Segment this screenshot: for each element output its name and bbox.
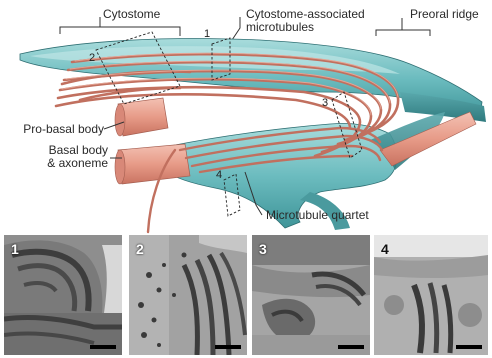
label-cytostome-microtubules: Cytostome-associated microtubules xyxy=(246,8,365,34)
tomogram-texture-3 xyxy=(252,235,370,355)
tomogram-texture-2 xyxy=(129,235,247,355)
panel-number-3: 3 xyxy=(259,241,267,257)
label-basal-body-axoneme: Basal body & axoneme xyxy=(6,144,108,170)
plane-number-3: 3 xyxy=(322,97,328,109)
label-microtubule-quartet: Microtubule quartet xyxy=(266,209,369,222)
scale-bar-4 xyxy=(456,345,482,349)
tomogram-panel-1: 1 xyxy=(4,235,122,355)
plane-number-1: 1 xyxy=(204,28,210,40)
tomogram-texture-4 xyxy=(374,235,488,355)
plane-number-2: 2 xyxy=(89,52,95,64)
scale-bar-3 xyxy=(338,345,364,349)
panel-number-1: 1 xyxy=(11,241,19,257)
plane-number-4: 4 xyxy=(216,169,222,181)
tomogram-panel-3: 3 xyxy=(252,235,370,355)
pro-basal-body-shape xyxy=(115,98,168,136)
panel-number-4: 4 xyxy=(381,241,389,257)
tomogram-panel-4: 4 xyxy=(374,235,488,355)
cytostome-mt-leader xyxy=(232,17,240,40)
scale-bar-1 xyxy=(90,345,116,349)
tomogram-panel-2: 2 xyxy=(129,235,247,355)
label-cytostome: Cytostome xyxy=(103,8,160,21)
label-preoral-ridge: Preoral ridge xyxy=(410,8,479,21)
label-pro-basal-body: Pro-basal body xyxy=(6,123,104,136)
panel-number-2: 2 xyxy=(136,241,144,257)
tomogram-texture-1 xyxy=(4,235,122,355)
scale-bar-2 xyxy=(215,345,241,349)
